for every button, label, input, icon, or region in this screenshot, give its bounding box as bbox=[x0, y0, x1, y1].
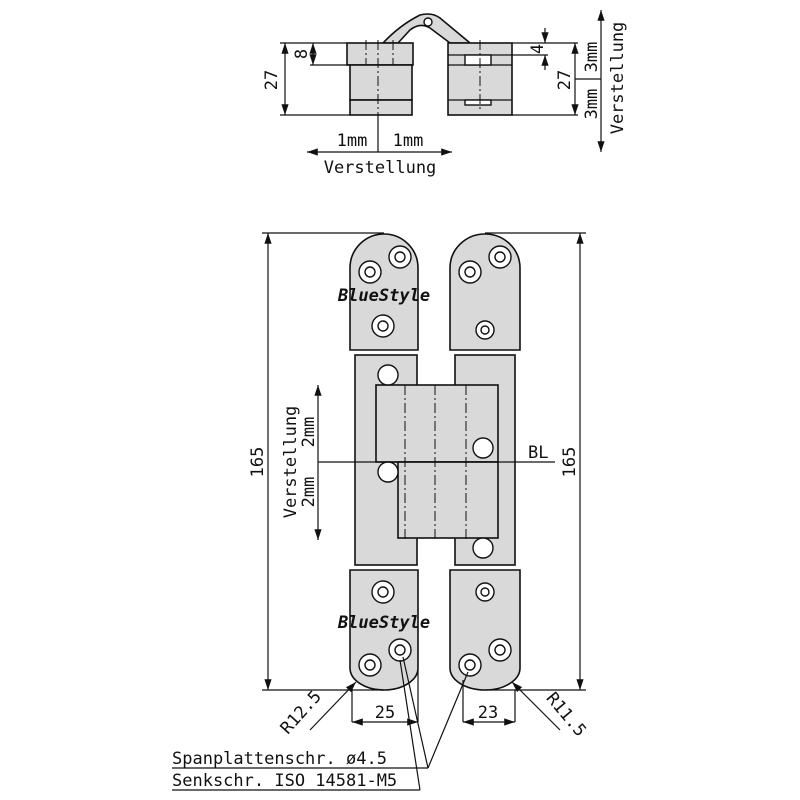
brand-logo-top: BlueStyle bbox=[337, 286, 430, 306]
vertical-adjust-down: 3mm bbox=[582, 89, 602, 120]
screw-holes bbox=[358, 245, 512, 677]
depth-adjust-down: 2mm bbox=[299, 477, 319, 508]
left-body-lower bbox=[349, 99, 413, 116]
note-countersunk-screw: Senkschr. ISO 14581-M5 bbox=[172, 771, 397, 791]
radius-left: R12.5 bbox=[277, 687, 326, 738]
center-body-lower bbox=[397, 461, 499, 539]
top-view: 27 8 4 27 3mm 3mm Verstellung 1mm 1mm Ve… bbox=[262, 9, 628, 178]
vertical-adjust-label: Verstellung bbox=[608, 22, 628, 135]
brand-logo-bottom: BlueStyle bbox=[337, 613, 430, 633]
hinge-arm bbox=[381, 13, 473, 44]
lateral-adjust-right: 1mm bbox=[393, 131, 424, 151]
front-view: BlueStyle BlueStyle 165 165 2mm 2mm Vers… bbox=[172, 232, 590, 791]
dim-height-right: 27 bbox=[555, 70, 575, 90]
note-chipboard-screw: Spanplattenschr. ø4.5 bbox=[172, 749, 387, 769]
vertical-adjust-up: 3mm bbox=[582, 42, 602, 73]
dim-height-left: 27 bbox=[262, 70, 282, 90]
left-body-upper bbox=[346, 42, 414, 66]
depth-adjust-up: 2mm bbox=[299, 417, 319, 448]
lateral-adjust-label: Verstellung bbox=[324, 158, 437, 178]
reference-line-label: BL bbox=[528, 443, 548, 463]
dim-upper: 8 bbox=[292, 49, 312, 59]
left-body bbox=[349, 64, 413, 101]
height-left: 165 bbox=[248, 447, 268, 478]
depth-adjust-label: Verstellung bbox=[281, 406, 301, 519]
radius-right: R11.5 bbox=[542, 689, 590, 741]
height-right: 165 bbox=[560, 447, 580, 478]
width-right: 23 bbox=[478, 703, 498, 723]
dim-slot: 4 bbox=[528, 44, 548, 54]
width-left: 25 bbox=[375, 703, 395, 723]
pivot-icon bbox=[423, 17, 433, 27]
lateral-adjust-left: 1mm bbox=[337, 131, 368, 151]
